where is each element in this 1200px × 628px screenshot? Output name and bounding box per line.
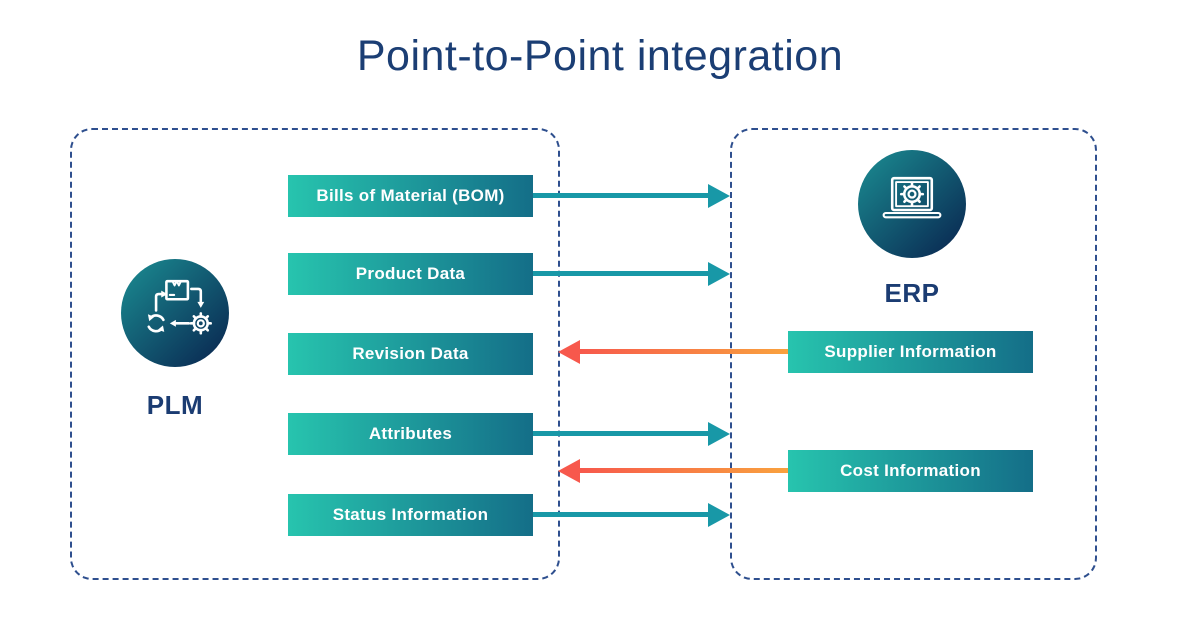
arrowhead-right-icon [708,262,730,286]
arrow-shaft [533,193,710,198]
erp-badge [858,150,966,258]
product-lifecycle-icon [147,279,212,335]
erp-item-cost-information: Cost Information [788,450,1033,492]
arrow-shaft [533,431,710,436]
arrow-supplier-information-to-plm [558,340,788,364]
plm-item-status-information: Status Information [288,494,533,536]
plm-item-bills-of-material: Bills of Material (BOM) [288,175,533,217]
arrowhead-left-icon [558,459,580,483]
arrow-attributes-to-erp [533,422,730,446]
erp-item-supplier-information: Supplier Information [788,331,1033,373]
arrow-shaft [578,468,788,473]
arrow-shaft [533,512,710,517]
laptop-gear-icon [882,176,942,219]
arrow-product-data-to-erp [533,262,730,286]
arrow-cost-information-to-plm [558,459,788,483]
plm-item-attributes: Attributes [288,413,533,455]
plm-item-product-data: Product Data [288,253,533,295]
erp-box [730,128,1097,580]
arrowhead-right-icon [708,503,730,527]
plm-badge [121,259,229,367]
plm-label: PLM [146,390,204,420]
plm-item-revision-data: Revision Data [288,333,533,375]
erp-label: ERP [884,278,940,308]
arrow-bom-to-erp [533,184,730,208]
arrowhead-right-icon [708,184,730,208]
arrow-status-information-to-erp [533,503,730,527]
arrowhead-left-icon [558,340,580,364]
arrowhead-right-icon [708,422,730,446]
page-title: Point-to-Point integration [356,32,844,80]
arrow-shaft [533,271,710,276]
arrow-shaft [578,349,788,354]
